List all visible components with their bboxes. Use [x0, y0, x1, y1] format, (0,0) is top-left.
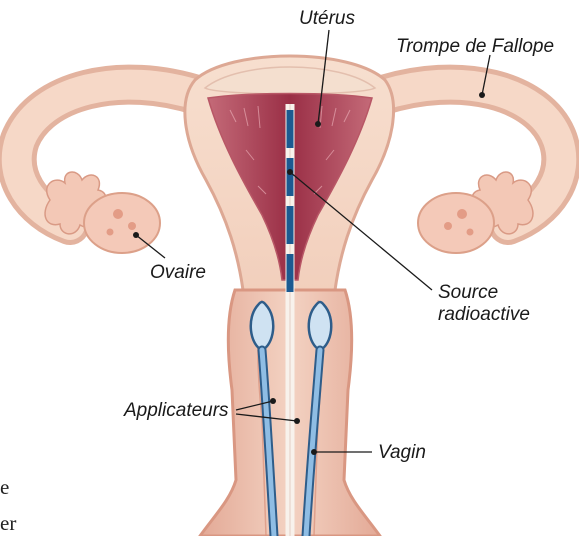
label-uterus: Utérus	[299, 8, 355, 29]
label-ovary: Ovaire	[150, 262, 206, 283]
edge-fragment-2: er	[0, 511, 16, 535]
left-ovary	[84, 193, 160, 253]
label-source-line2: radioactive	[438, 304, 530, 325]
label-vagina: Vagin	[378, 442, 426, 463]
right-ovary	[418, 193, 494, 253]
edge-fragment-1: e	[0, 475, 9, 499]
label-applicators: Applicateurs	[123, 400, 229, 421]
label-source-line1: Source	[438, 282, 498, 303]
label-fallopian-tube: Trompe de Fallope	[396, 36, 554, 57]
